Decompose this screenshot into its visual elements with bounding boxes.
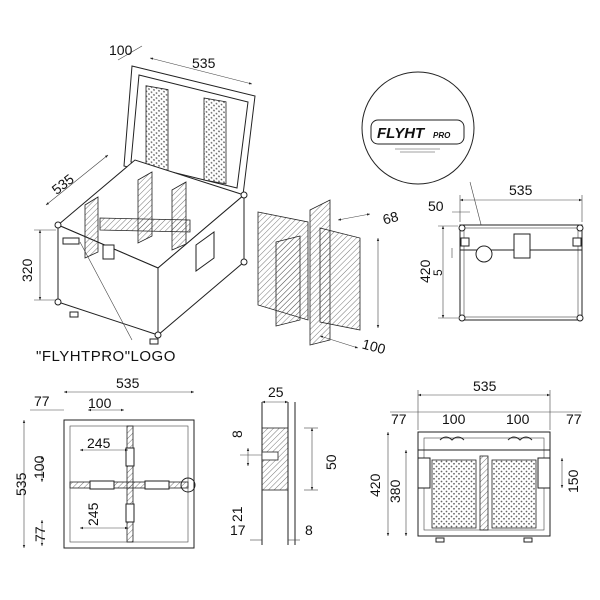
section-view: 25 8 50 21 17 8 — [229, 384, 339, 545]
iso-dim-top-width: 535 — [192, 55, 216, 71]
partition-view: 68 100 — [257, 199, 400, 358]
logo-detail: FLYHT PRO — [361, 71, 486, 241]
top-view: 535 77 100 245 535 100 245 77 — [13, 375, 196, 549]
partition-dim-thickness: 68 — [381, 208, 400, 228]
iso-case-view: 100 535 535 320 "FLYHTPRO"LOGO — [19, 42, 256, 365]
front-latch — [513, 233, 531, 259]
top-dim-width: 535 — [116, 375, 140, 391]
iso-lid-foam-left — [145, 85, 169, 173]
front-dim-offset: 50 — [428, 198, 444, 214]
section-dim-left-top: 8 — [229, 430, 245, 438]
top-divider-horizontal — [69, 481, 189, 489]
side-dim-inner: 380 — [387, 479, 403, 503]
side-dim-slot-b: 100 — [506, 411, 530, 427]
iso-dim-height: 320 — [19, 258, 35, 282]
iso-logo-plate — [62, 237, 80, 245]
side-dim-left: 77 — [391, 411, 407, 427]
iso-lid-foam-right — [203, 97, 227, 185]
section-dim-height: 50 — [323, 454, 339, 470]
section-dim-bottom-left: 21 — [229, 506, 245, 522]
iso-dim-side-depth: 535 — [49, 171, 77, 198]
side-divider — [479, 455, 489, 531]
top-dim-inner: 245 — [87, 435, 111, 451]
iso-side-handle — [195, 231, 215, 272]
iso-corner-ball — [54, 298, 62, 306]
top-dim-lower-inner: 245 — [85, 502, 101, 526]
top-dim-depth: 535 — [13, 472, 29, 496]
side-dim-foam: 150 — [565, 469, 581, 493]
front-logo-badge — [475, 245, 493, 263]
top-dim-lower-margin: 77 — [32, 526, 48, 542]
partition-panel-b — [275, 235, 301, 327]
front-dim-width: 535 — [509, 182, 533, 198]
logo-suffix-text: PRO — [433, 131, 451, 140]
side-dim-slot-a: 100 — [442, 411, 466, 427]
front-view: 535 50 420 5 — [417, 182, 584, 322]
section-dim-top: 25 — [268, 384, 284, 400]
top-detail-marker — [180, 477, 196, 493]
side-dim-width: 535 — [473, 378, 497, 394]
top-dim-left-margin: 77 — [34, 393, 50, 409]
logo-badge — [370, 119, 465, 145]
logo-brand-text: FLYHT — [377, 125, 426, 142]
side-section-view: 535 77 100 100 77 420 380 150 — [367, 378, 582, 543]
logo-detail-circle — [361, 71, 475, 185]
side-foam-left — [431, 459, 477, 529]
front-dim-height: 420 — [417, 259, 433, 283]
section-dim-foot-right: 8 — [305, 522, 313, 538]
iso-latch — [102, 244, 115, 260]
partition-dim-width: 100 — [361, 336, 388, 358]
side-dim-height: 420 — [367, 473, 383, 497]
side-foam-right — [491, 459, 537, 529]
section-slot — [261, 451, 279, 461]
top-dim-slot: 100 — [88, 395, 112, 411]
side-dim-right: 77 — [566, 411, 582, 427]
section-dim-foot-left: 17 — [230, 522, 246, 538]
front-dim-small: 5 — [431, 269, 445, 276]
partition-panel-d — [319, 227, 361, 331]
top-dim-mid: 100 — [31, 455, 47, 479]
iso-logo-caption: "FLYHTPRO"LOGO — [36, 348, 176, 365]
iso-dim-top-depth: 100 — [109, 42, 133, 58]
